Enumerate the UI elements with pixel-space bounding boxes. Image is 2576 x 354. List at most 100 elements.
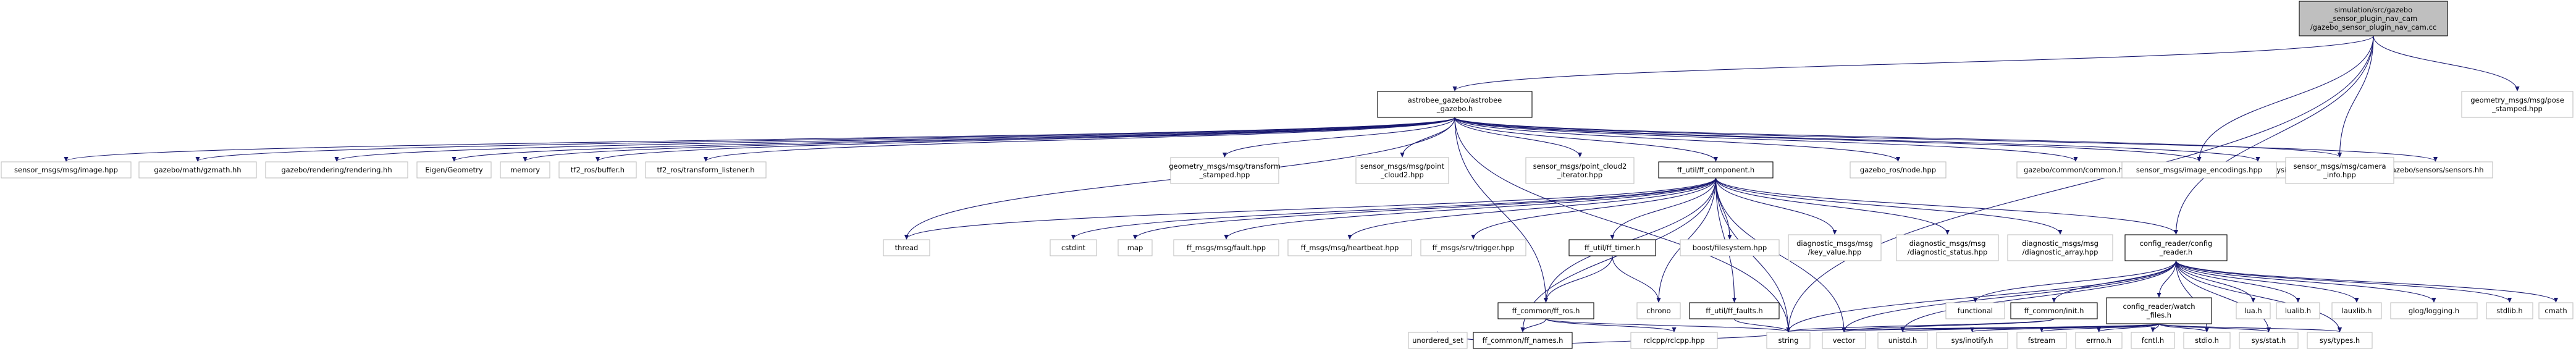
node-ff-faults-box xyxy=(1689,302,1780,319)
node-fstream[interactable]: fstream xyxy=(2016,332,2067,349)
node-sensor-image-encodings-label: sensor_msgs/image_encodings.hpp xyxy=(2136,166,2262,174)
node-ff-component-box xyxy=(1658,161,1774,179)
node-map[interactable]: map xyxy=(1118,239,1153,256)
node-thread-box xyxy=(883,239,930,256)
node-sensor-camera-info-box xyxy=(2285,157,2394,184)
node-unordered-set-box xyxy=(1408,332,1468,349)
node-astrobee-gazebo[interactable]: astrobee_gazebo/astrobee_gazebo.h xyxy=(1377,91,1533,118)
node-tf2-listener[interactable]: tf2_ros/transform_listener.h xyxy=(645,161,767,179)
node-unordered-set[interactable]: unordered_set xyxy=(1408,332,1468,349)
edge-astrobee-gazebo-to-eigen xyxy=(454,117,1455,161)
edge-astrobee-gazebo-to-gazebo-common xyxy=(1454,117,2076,161)
edge-config-reader-to-vector xyxy=(1844,260,2177,332)
node-cstdint[interactable]: cstdint xyxy=(1050,239,1097,256)
node-ff-ros-label: ff_common/ff_ros.h xyxy=(1512,306,1580,315)
node-errno-label: errno.h xyxy=(2086,336,2111,345)
edge-astrobee-gazebo-to-ff-ros xyxy=(1454,117,1546,302)
node-lauxlib[interactable]: lauxlib.h xyxy=(2331,302,2382,319)
node-errno-box xyxy=(2075,332,2123,349)
node-string[interactable]: string xyxy=(1766,332,1811,349)
node-memory[interactable]: memory xyxy=(500,161,550,179)
node-ff-component[interactable]: ff_util/ff_component.h xyxy=(1658,161,1774,179)
node-diag-status[interactable]: diagnostic_msgs/msg/diagnostic_status.hp… xyxy=(1896,234,1999,261)
node-geometry-transform-stamped[interactable]: geometry_msgs/msg/transform_stamped.hpp xyxy=(1169,157,1281,184)
node-cstdint-box xyxy=(1050,239,1097,256)
node-tf2-listener-box xyxy=(645,161,767,179)
node-watch-files-box xyxy=(2106,297,2212,324)
node-ff-fault[interactable]: ff_msgs/msg/fault.hpp xyxy=(1173,239,1279,256)
node-ff-heartbeat[interactable]: ff_msgs/msg/heartbeat.hpp xyxy=(1287,239,1412,256)
node-sys-inotify[interactable]: sys/inotify.h xyxy=(1936,332,2008,349)
node-ff-names-box xyxy=(1473,332,1573,349)
node-cmath[interactable]: cmath xyxy=(2538,302,2574,319)
node-diag-status-label: diagnostic_msgs/msg xyxy=(1909,239,1986,248)
node-cstdint-label: cstdint xyxy=(1061,243,1086,252)
node-ff-init-label: ff_common/init.h xyxy=(2024,306,2084,315)
node-geometry-pose-stamped-label: _stamped.hpp xyxy=(2491,104,2543,113)
node-sensor-point-cloud2[interactable]: sensor_msgs/msg/point_cloud2.hpp xyxy=(1355,157,1449,184)
edge-root-to-geometry-pose-stamped xyxy=(2373,35,2517,91)
node-sys-stat[interactable]: sys/stat.h xyxy=(2239,332,2299,349)
node-map-label: map xyxy=(1127,243,1143,252)
node-geometry-pose-stamped[interactable]: geometry_msgs/msg/pose_stamped.hpp xyxy=(2461,91,2574,118)
node-root[interactable]: simulation/src/gazebo_sensor_plugin_nav_… xyxy=(2299,1,2448,36)
node-memory-label: memory xyxy=(510,166,540,174)
node-unistd-label: unistd.h xyxy=(1888,336,1917,345)
edge-ff-component-to-vector xyxy=(1715,177,1845,332)
node-rclcpp[interactable]: rclcpp/rclcpp.hpp xyxy=(1630,332,1718,349)
node-lualib[interactable]: lualib.h xyxy=(2276,302,2320,319)
node-ff-ros[interactable]: ff_common/ff_ros.h xyxy=(1497,302,1594,319)
node-gazebo-rendering[interactable]: gazebo/rendering/rendering.hh xyxy=(265,161,408,179)
node-functional[interactable]: functional xyxy=(1945,302,2005,319)
node-gazebo-ros-node-box xyxy=(1850,161,1947,179)
node-diag-array-label: diagnostic_msgs/msg xyxy=(2022,239,2098,248)
node-ff-faults[interactable]: ff_util/ff_faults.h xyxy=(1689,302,1780,319)
edge-root-to-astrobee-gazebo xyxy=(1455,35,2374,91)
node-sensor-pc2-iterator[interactable]: sensor_msgs/point_cloud2_iterator.hpp xyxy=(1525,157,1635,184)
node-unistd[interactable]: unistd.h xyxy=(1877,332,1928,349)
node-tf2-buffer[interactable]: tf2_ros/buffer.h xyxy=(558,161,637,179)
node-sensor-image-encodings[interactable]: sensor_msgs/image_encodings.hpp xyxy=(2121,161,2277,179)
node-ff-timer[interactable]: ff_util/ff_timer.h xyxy=(1568,239,1656,256)
node-gazebo-ros-node[interactable]: gazebo_ros/node.hpp xyxy=(1850,161,1947,179)
node-stdio[interactable]: stdio.h xyxy=(2183,332,2231,349)
node-sensor-camera-info[interactable]: sensor_msgs/msg/camera_info.hpp xyxy=(2285,157,2394,184)
node-thread[interactable]: thread xyxy=(883,239,930,256)
node-root-label: _sensor_plugin_nav_cam xyxy=(2329,14,2417,23)
node-ff-names[interactable]: ff_common/ff_names.h xyxy=(1473,332,1573,349)
node-gazebo-sensors[interactable]: gazebo/sensors/sensors.hh xyxy=(2378,161,2493,179)
node-ff-timer-box xyxy=(1568,239,1656,256)
dependency-edges xyxy=(66,35,2556,349)
node-boost-filesystem[interactable]: boost/filesystem.hpp xyxy=(1680,239,1780,256)
node-watch-files-label: config_reader/watch xyxy=(2123,302,2195,311)
node-errno[interactable]: errno.h xyxy=(2075,332,2123,349)
node-glog[interactable]: glog/logging.h xyxy=(2390,302,2478,319)
node-config-reader[interactable]: config_reader/config_reader.h xyxy=(2124,234,2228,261)
node-gazebo-common[interactable]: gazebo/common/common.hh xyxy=(2016,161,2135,179)
edge-config-reader-to-stdlib xyxy=(2175,260,2510,302)
node-geometry-transform-stamped-label: _stamped.hpp xyxy=(1199,171,1250,179)
node-sensor-image-box xyxy=(1,161,132,179)
node-lua-box xyxy=(2236,302,2271,319)
node-ff-init[interactable]: ff_common/init.h xyxy=(2010,302,2098,319)
node-fcntl[interactable]: fcntl.h xyxy=(2131,332,2175,349)
node-watch-files[interactable]: config_reader/watch_files.h xyxy=(2106,297,2212,324)
node-vector[interactable]: vector xyxy=(1822,332,1866,349)
node-sensor-point-cloud2-label: _cloud2.hpp xyxy=(1380,171,1424,179)
edge-astrobee-gazebo-to-gazebo-ros-node xyxy=(1454,117,1898,161)
node-sensor-image[interactable]: sensor_msgs/msg/image.hpp xyxy=(1,161,132,179)
node-functional-label: functional xyxy=(1958,306,1993,315)
edge-ff-ros-to-rclcpp xyxy=(1545,318,1675,332)
node-diag-key-value-label: /key_value.hpp xyxy=(1808,248,1862,256)
node-sys-types[interactable]: sys/types.h xyxy=(2307,332,2373,349)
node-diag-key-value[interactable]: diagnostic_msgs/msg/key_value.hpp xyxy=(1788,234,1882,261)
node-eigen[interactable]: Eigen/Geometry xyxy=(416,161,492,179)
node-gazebo-gzmath[interactable]: gazebo/math/gzmath.hh xyxy=(138,161,257,179)
node-stdlib[interactable]: stdlib.h xyxy=(2486,302,2533,319)
node-diag-array[interactable]: diagnostic_msgs/msg/diagnostic_array.hpp xyxy=(2007,234,2113,261)
node-gazebo-rendering-box xyxy=(265,161,408,179)
node-lua[interactable]: lua.h xyxy=(2236,302,2271,319)
node-ff-trigger[interactable]: ff_msgs/srv/trigger.hpp xyxy=(1420,239,1526,256)
node-chrono[interactable]: chrono xyxy=(1636,302,1681,319)
